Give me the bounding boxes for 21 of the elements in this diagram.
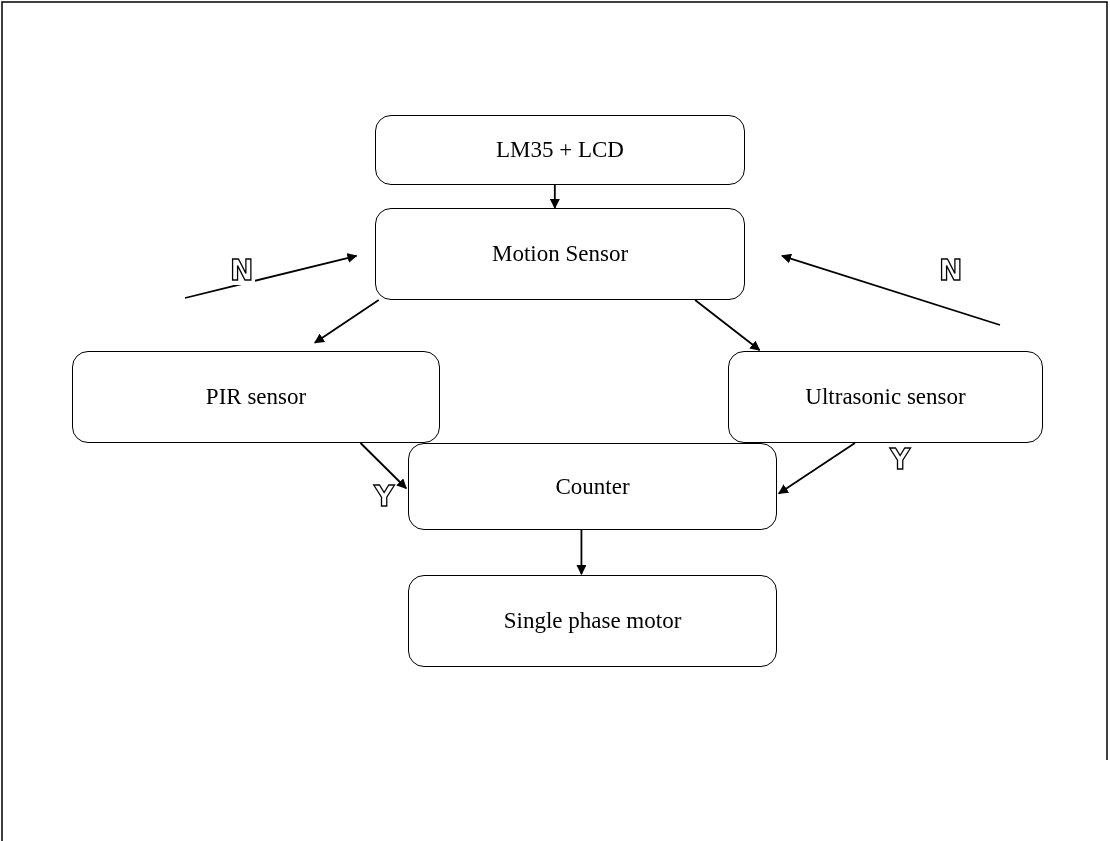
process-box: [375, 115, 745, 185]
process-box: [375, 208, 745, 300]
box-label: Motion Sensor: [491, 241, 629, 267]
process-box: [408, 575, 777, 667]
arrow: [777, 442, 856, 495]
arrow: [781, 253, 1001, 326]
process-box: [728, 351, 1043, 443]
arrow: [694, 299, 761, 351]
process-box: [72, 351, 440, 443]
box-label: LM35 + LCD: [496, 137, 624, 163]
arrow: [549, 184, 560, 209]
arrow: [359, 442, 408, 490]
box-label: Counter: [555, 473, 630, 500]
arrow: [314, 299, 380, 344]
arrow: [184, 253, 358, 299]
process-box: [408, 443, 777, 530]
box-label: Single phase motor: [503, 608, 682, 634]
edge-label: N: [228, 257, 256, 285]
box-label: Ultrasonic sensor: [805, 384, 966, 410]
arrow: [576, 529, 587, 576]
box-label: PIR sensor: [205, 384, 307, 410]
